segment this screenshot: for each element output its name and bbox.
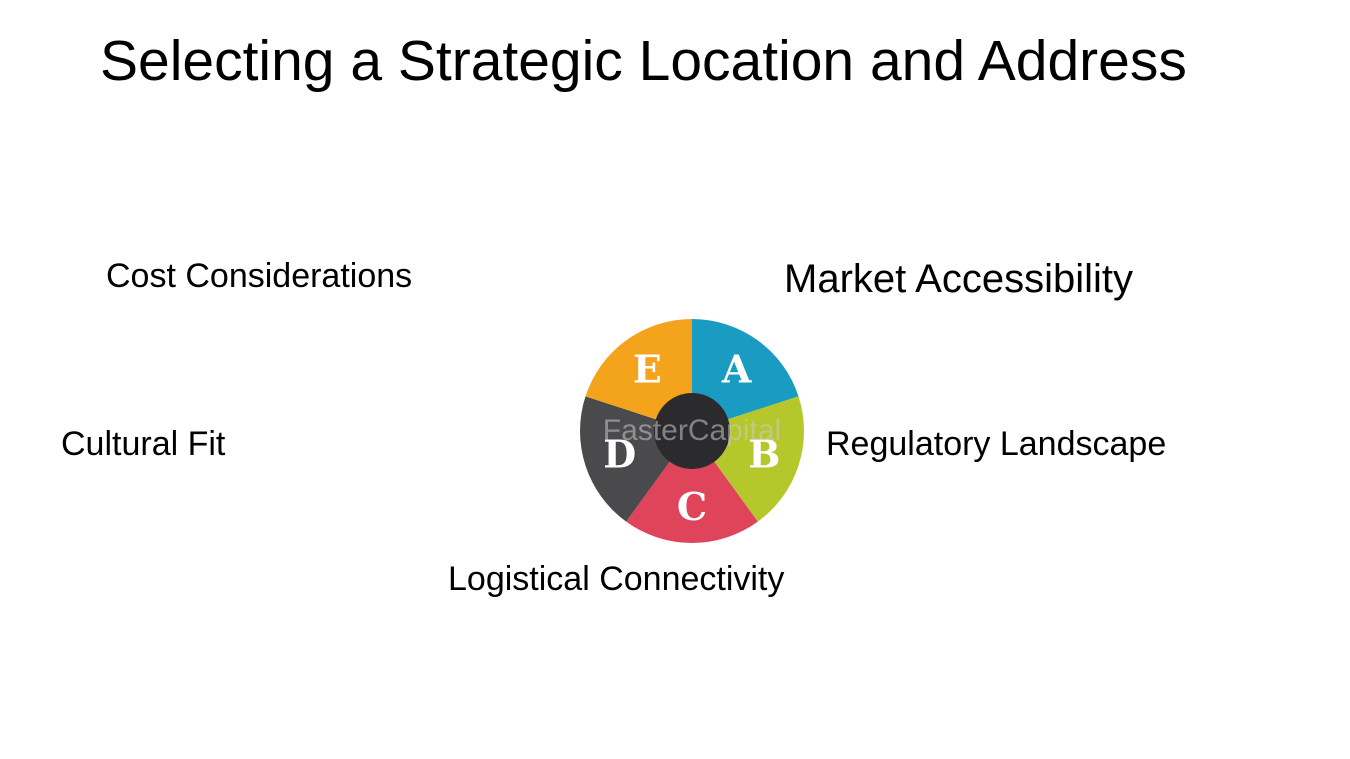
wheel-segment-c (626, 460, 758, 543)
wheel-segment-a (692, 319, 799, 420)
wheel-letter-b: B (748, 431, 780, 476)
watermark-text: FasterCapital (603, 414, 781, 447)
wheel-letter-e: E (633, 347, 662, 392)
label-logistical-connectivity: Logistical Connectivity (448, 560, 785, 598)
wheel-segment-b (713, 396, 804, 522)
wheel-letter-c: C (677, 484, 707, 529)
label-market-accessibility: Market Accessibility (784, 257, 1133, 301)
wheel-segment-d (580, 396, 671, 522)
wheel-segment-e (585, 319, 692, 420)
label-regulatory-landscape: Regulatory Landscape (826, 425, 1167, 463)
page-title: Selecting a Strategic Location and Addre… (100, 29, 1187, 93)
wheel-letter-a: A (721, 347, 752, 392)
label-cost-considerations: Cost Considerations (106, 257, 413, 295)
wheel-hub (654, 393, 730, 469)
wheel-letter-d: D (603, 431, 636, 476)
label-cultural-fit: Cultural Fit (61, 425, 226, 463)
